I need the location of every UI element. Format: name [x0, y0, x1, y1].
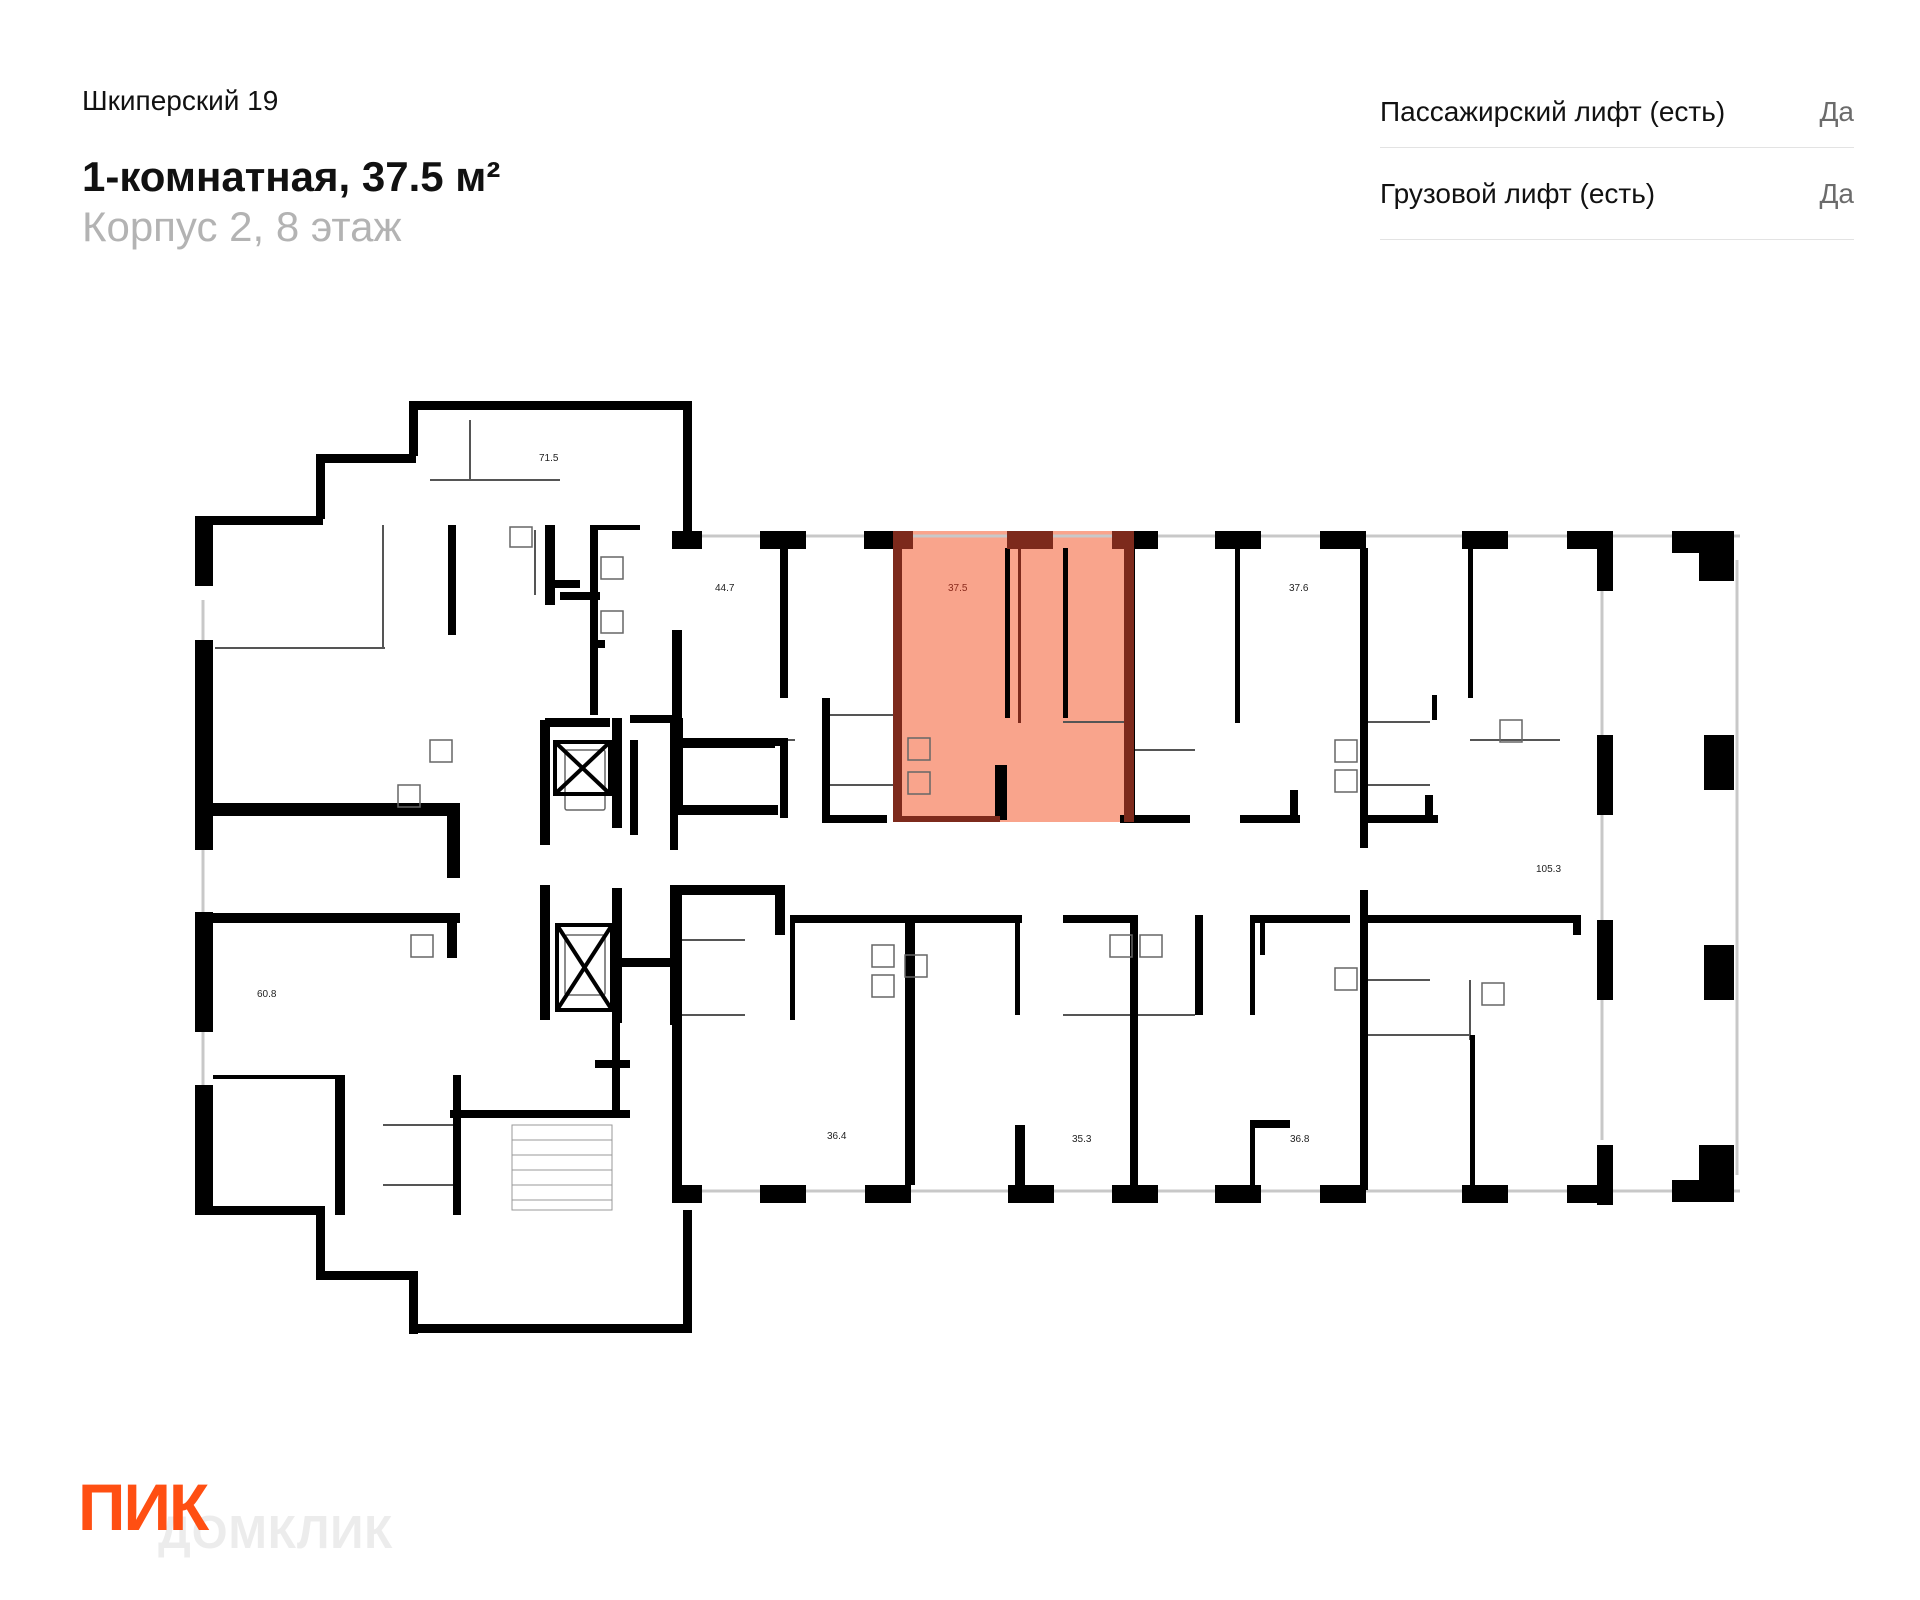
apartment-title: 1-комнатная, 37.5 м²	[82, 153, 501, 200]
feature-value: Да	[1819, 95, 1854, 127]
feature-passenger-lift: Пассажирский лифт (есть) Да	[1380, 76, 1854, 148]
selected-apartment-walls	[893, 531, 1134, 822]
room-area-label: 105.3	[1536, 864, 1561, 875]
feature-label: Пассажирский лифт (есть)	[1380, 95, 1726, 127]
room-area-label: 36.8	[1290, 1134, 1310, 1145]
room-area-label: 44.7	[715, 583, 735, 594]
inner-partitions	[215, 420, 1560, 1186]
elevator-shafts	[553, 740, 614, 1012]
room-labels: 71.5 44.7 37.5 37.6 105.3 60.8 36.4 35.3…	[257, 453, 1561, 1145]
selected-room-area-label: 37.5	[948, 583, 968, 594]
pik-logo: ПИК	[78, 1478, 212, 1538]
selected-apartment[interactable]	[893, 531, 1130, 822]
feature-value: Да	[1819, 177, 1854, 209]
room-area-label: 36.4	[827, 1131, 847, 1142]
walls	[195, 401, 1734, 1334]
room-area-label: 60.8	[257, 989, 277, 1000]
room-area-label: 71.5	[539, 453, 559, 464]
feature-label: Грузовой лифт (есть)	[1380, 177, 1656, 209]
apartment-subtitle: Корпус 2, 8 этаж	[82, 203, 402, 250]
feature-freight-lift: Грузовой лифт (есть) Да	[1380, 148, 1854, 240]
domclick-watermark: ДОМКЛИК	[158, 1506, 394, 1558]
header: Шкиперский 19 1-комнатная, 37.5 м² Корпу…	[82, 84, 500, 252]
fixtures	[397, 526, 1523, 1006]
room-area-label: 37.6	[1289, 583, 1309, 594]
pik-logo-text: ПИК	[78, 1478, 210, 1538]
stairs	[511, 1124, 613, 1211]
room-area-label: 35.3	[1072, 1134, 1092, 1145]
project-name: Шкиперский 19	[82, 85, 279, 116]
features-list: Пассажирский лифт (есть) Да Грузовой лиф…	[1380, 76, 1854, 240]
